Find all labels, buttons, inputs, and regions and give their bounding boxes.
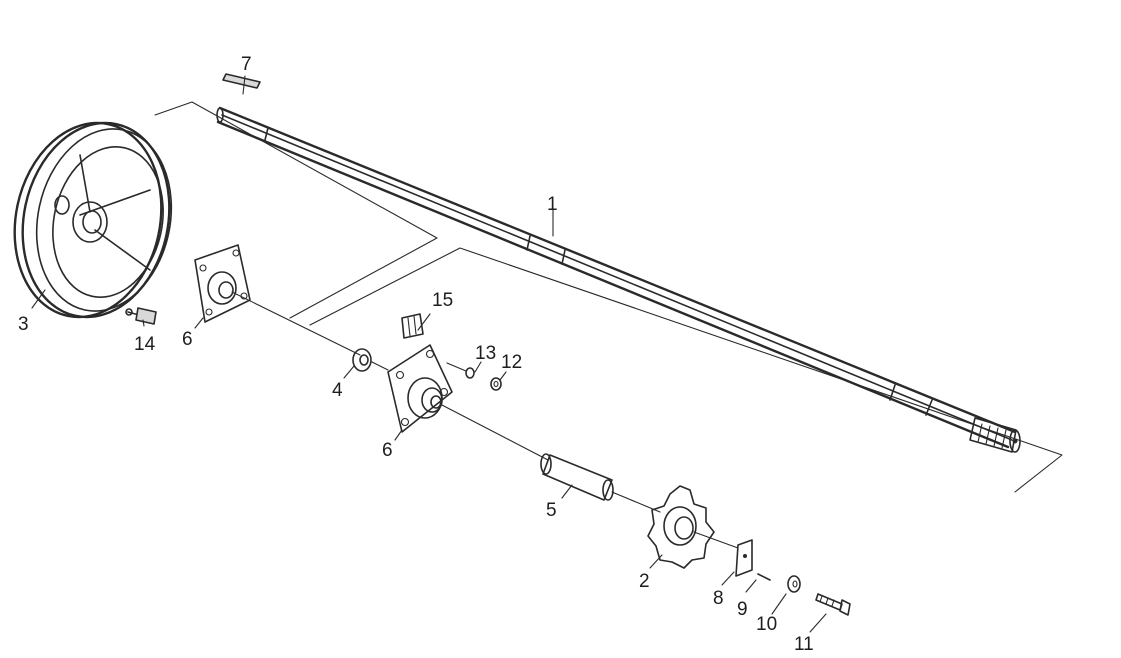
seal-ring (352, 348, 389, 372)
callout-11: 11 (794, 634, 814, 655)
lock-washer (787, 575, 801, 593)
grease-nipple (125, 307, 157, 325)
pulley-wheel (13, 121, 173, 319)
leader-lines (31, 75, 827, 633)
spacer-tube (540, 453, 661, 513)
callout-4: 4 (332, 380, 343, 401)
callout-1: 1 (547, 194, 558, 215)
flange-bearing-lower (387, 344, 549, 461)
pin (757, 573, 771, 581)
callout-13: 13 (475, 343, 496, 364)
upper-frame-outline (154, 101, 438, 319)
assembly-outline-frames (154, 101, 1063, 493)
callout-2: 2 (639, 571, 650, 592)
washer-plate (735, 539, 753, 577)
callout-7: 7 (241, 54, 252, 75)
callout-8: 8 (713, 588, 724, 609)
callout-6-upper: 6 (182, 329, 193, 350)
callout-15: 15 (432, 290, 453, 311)
flange-bearing-upper (194, 244, 361, 356)
callout-12: 12 (501, 352, 522, 373)
callout-3: 3 (18, 314, 29, 335)
bolt (815, 593, 851, 616)
shaft (216, 106, 1021, 453)
small-washer-and-nut (446, 362, 502, 391)
retaining-clip (401, 313, 424, 339)
key-part (222, 73, 261, 89)
callout-5: 5 (546, 500, 557, 521)
callout-6-lower: 6 (382, 440, 393, 461)
sprocket (647, 485, 739, 569)
callout-14: 14 (134, 334, 156, 355)
callout-labels: 1 2 3 4 5 6 6 7 8 9 10 11 12 13 14 15 (18, 54, 814, 655)
callout-9: 9 (737, 599, 748, 620)
lower-frame-outline (309, 247, 1063, 493)
callout-10: 10 (756, 614, 777, 635)
